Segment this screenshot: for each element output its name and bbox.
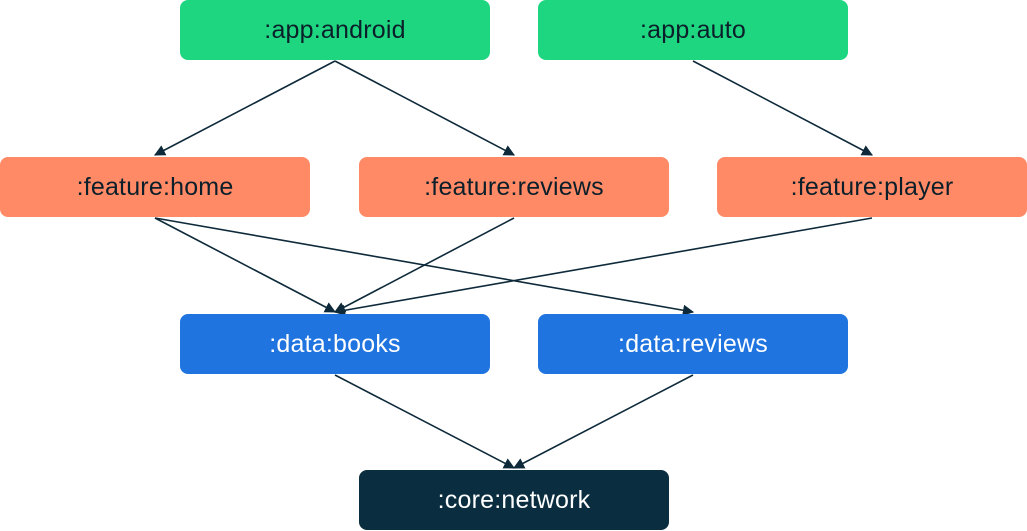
module-app-android: :app:android: [180, 0, 490, 60]
module-label: :feature:player: [790, 172, 954, 201]
module-label: :core:network: [437, 485, 591, 514]
edge-feature-reviews-to-data-books: [334, 217, 515, 313]
module-label: :feature:reviews: [424, 172, 604, 201]
module-label: :feature:home: [76, 172, 234, 201]
module-data-reviews: :data:reviews: [538, 314, 848, 374]
module-app-auto: :app:auto: [538, 0, 848, 60]
edge-app-android-to-feature-reviews: [334, 60, 515, 156]
module-feature-home: :feature:home: [0, 157, 310, 217]
module-label: :data:reviews: [618, 329, 768, 358]
module-data-books: :data:books: [180, 314, 490, 374]
module-feature-reviews: :feature:reviews: [359, 157, 669, 217]
edge-feature-player-to-data-books: [333, 217, 873, 316]
edge-feature-home-to-data-books: [154, 217, 336, 313]
module-label: :data:books: [269, 329, 401, 358]
module-label: :app:android: [264, 15, 406, 44]
edge-app-android-to-feature-home: [154, 60, 336, 156]
module-label: :app:auto: [639, 15, 747, 44]
edge-data-books-to-core-network: [334, 374, 515, 469]
module-feature-player: :feature:player: [717, 157, 1027, 217]
edge-data-reviews-to-core-network: [513, 374, 694, 469]
edge-app-auto-to-feature-player: [692, 60, 873, 156]
module-core-network: :core:network: [359, 470, 669, 530]
